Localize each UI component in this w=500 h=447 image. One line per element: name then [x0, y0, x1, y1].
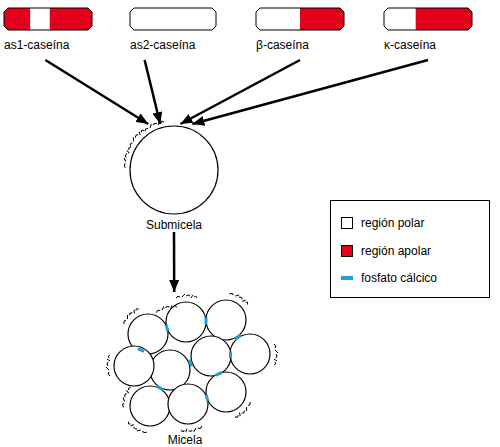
casein-regions [384, 8, 472, 30]
submicelle-circle [206, 300, 246, 340]
legend-label: fosfato cálcico [361, 270, 437, 286]
arrow-connector [192, 60, 428, 124]
legend-row: región polar [331, 215, 489, 231]
submicelle-circle [230, 334, 270, 374]
calcium-phosphate [138, 349, 144, 352]
legend-label: región apolar [361, 243, 431, 259]
casein-regions [130, 8, 216, 30]
casein-bar [384, 8, 472, 30]
legend-box: región polar región apolar fosfato cálcico [330, 200, 490, 298]
node-label: as1-caseína [4, 38, 69, 52]
submicelle-circle [168, 384, 208, 424]
micelle-submicelles [114, 300, 270, 426]
apolar-region [4, 8, 30, 30]
casein-regions [4, 8, 92, 30]
casein-bar [130, 8, 216, 30]
casein-regions [256, 8, 344, 30]
calcium-phosphate [166, 325, 168, 332]
node-label: β-caseína [256, 38, 309, 52]
submicelle-circle [114, 346, 154, 386]
casein-bar [256, 8, 344, 30]
arrow-connector [145, 60, 161, 124]
kappa-casein-hair [176, 294, 197, 298]
kappa-casein-hair [106, 355, 110, 376]
casein-outline [130, 8, 216, 30]
polar-region [256, 8, 300, 30]
kappa-casein-hair [229, 291, 249, 305]
casein-molecule: κ-caseína [384, 8, 472, 60]
arrow-connector [45, 60, 148, 124]
polar-region [384, 8, 416, 30]
calcium-phosphate [189, 360, 191, 367]
submicelle-circle [166, 302, 206, 342]
apolar-region [300, 8, 344, 30]
node-label: κ-caseína [384, 38, 436, 52]
apolar-region [416, 8, 472, 30]
node-label: Submicela [146, 218, 202, 232]
micelle: Micela [95, 292, 275, 447]
kappa-casein-hair [181, 426, 202, 434]
kappa-casein-hair [122, 146, 131, 167]
legend-swatch [341, 217, 353, 229]
submicelle: Submicela [128, 124, 220, 232]
casein-molecule: as1-caseína [4, 8, 92, 60]
submicelle-circle [130, 386, 170, 426]
kappa-casein-hair [121, 306, 139, 324]
casein-molecule: β-caseína [256, 8, 344, 60]
legend-row: región apolar [331, 243, 489, 259]
kappa-casein-hair [120, 386, 131, 407]
kappa-casein-hair [235, 402, 253, 420]
calcium-phosphate [229, 352, 232, 359]
polar-region [30, 8, 49, 30]
casein-molecule: as2-caseína [130, 8, 216, 60]
arrow-connector [173, 232, 176, 292]
casein-bar [4, 8, 92, 30]
calcium-phosphate [215, 373, 221, 376]
submicelle-circle [206, 372, 246, 412]
submicelle-circle [191, 336, 231, 376]
kappa-casein-hair [155, 303, 176, 312]
polar-region [130, 8, 216, 30]
legend-row: fosfato cálcico [331, 270, 489, 286]
legend-label: región polar [361, 215, 424, 231]
casein-outline [4, 8, 92, 30]
casein-outline [384, 8, 472, 30]
legend-swatch [341, 276, 353, 280]
calcium-phosphate [206, 395, 208, 402]
casein-outline [256, 8, 344, 30]
calcium-phosphate-bridges [138, 318, 241, 402]
micelle-hairs [106, 291, 278, 436]
kappa-casein-hair [126, 422, 146, 436]
kappa-casein-hair [274, 344, 278, 365]
submicelle-shape [128, 124, 220, 216]
apolar-region [50, 8, 92, 30]
calcium-phosphate [205, 318, 208, 325]
node-label: as2-caseína [130, 38, 195, 52]
submicelle-circle [130, 126, 218, 214]
node-label: Micela [168, 433, 203, 447]
legend-swatch [341, 245, 353, 257]
calcium-phosphate [157, 386, 163, 389]
calcium-phosphate [235, 335, 241, 339]
arrow-connector [180, 60, 300, 124]
